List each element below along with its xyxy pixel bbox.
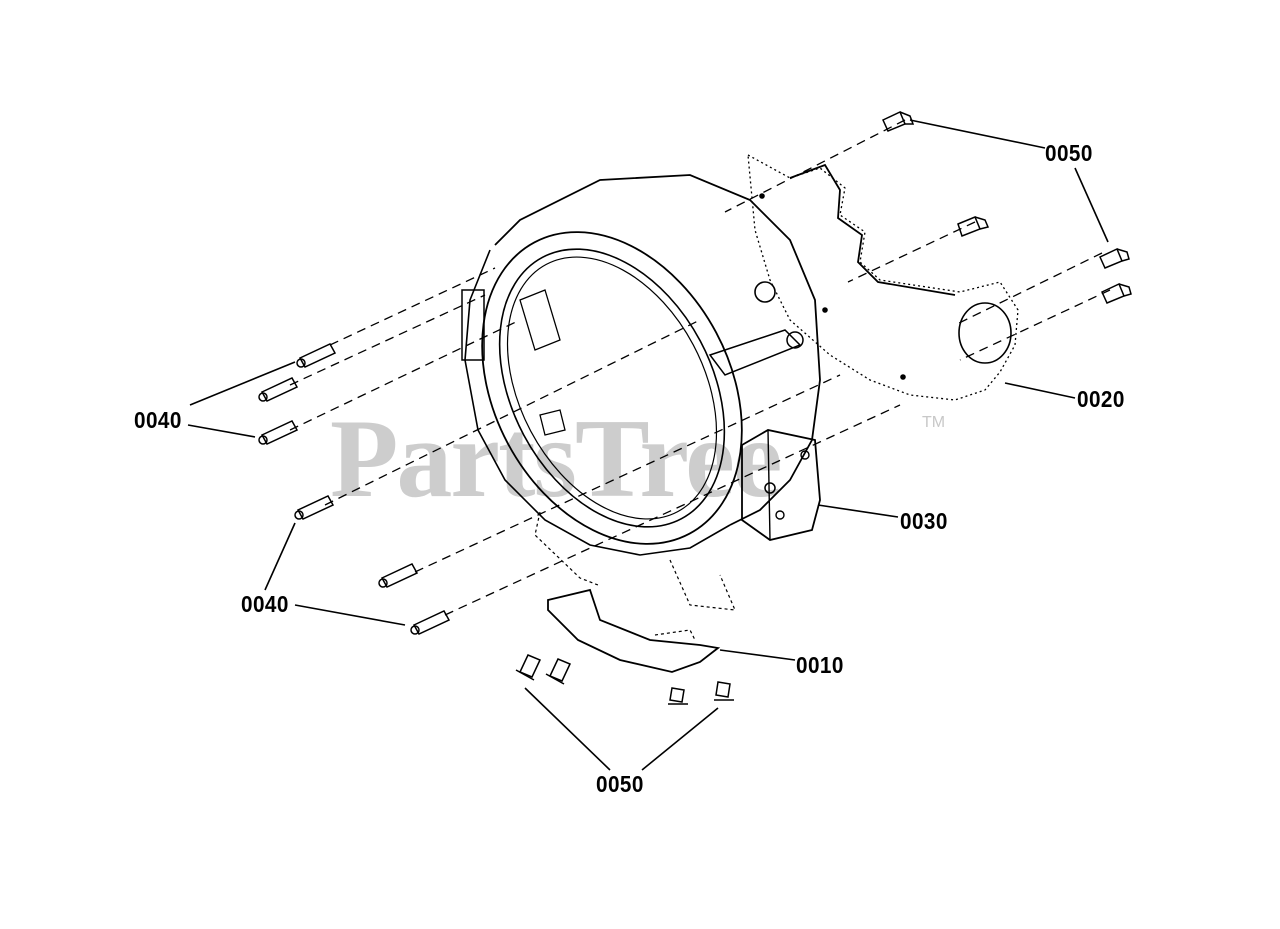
- callout-0050-top: 0050: [1045, 140, 1093, 166]
- trademark-mark: TM: [922, 414, 946, 431]
- flywheel-housing[interactable]: [430, 174, 821, 589]
- callout-0030: 0030: [900, 508, 948, 534]
- callout-0040-lower: 0040: [241, 591, 289, 617]
- bolt-group-0040[interactable]: [258, 343, 451, 635]
- lower-guard-0010[interactable]: [534, 511, 736, 673]
- partstree-watermark: PartsTree: [330, 397, 783, 521]
- callout-0010: 0010: [796, 652, 844, 678]
- cover-plate-0020[interactable]: [747, 153, 1019, 401]
- assembly-lines: [289, 119, 1111, 616]
- callout-0040-upper: 0040: [134, 407, 182, 433]
- mount-bracket-0030[interactable]: [741, 429, 821, 541]
- leader-lines: [187, 119, 1109, 771]
- callout-0050-bottom: 0050: [596, 771, 644, 797]
- callout-0020: 0020: [1077, 386, 1125, 412]
- bolt-group-0050-bottom[interactable]: [515, 654, 734, 705]
